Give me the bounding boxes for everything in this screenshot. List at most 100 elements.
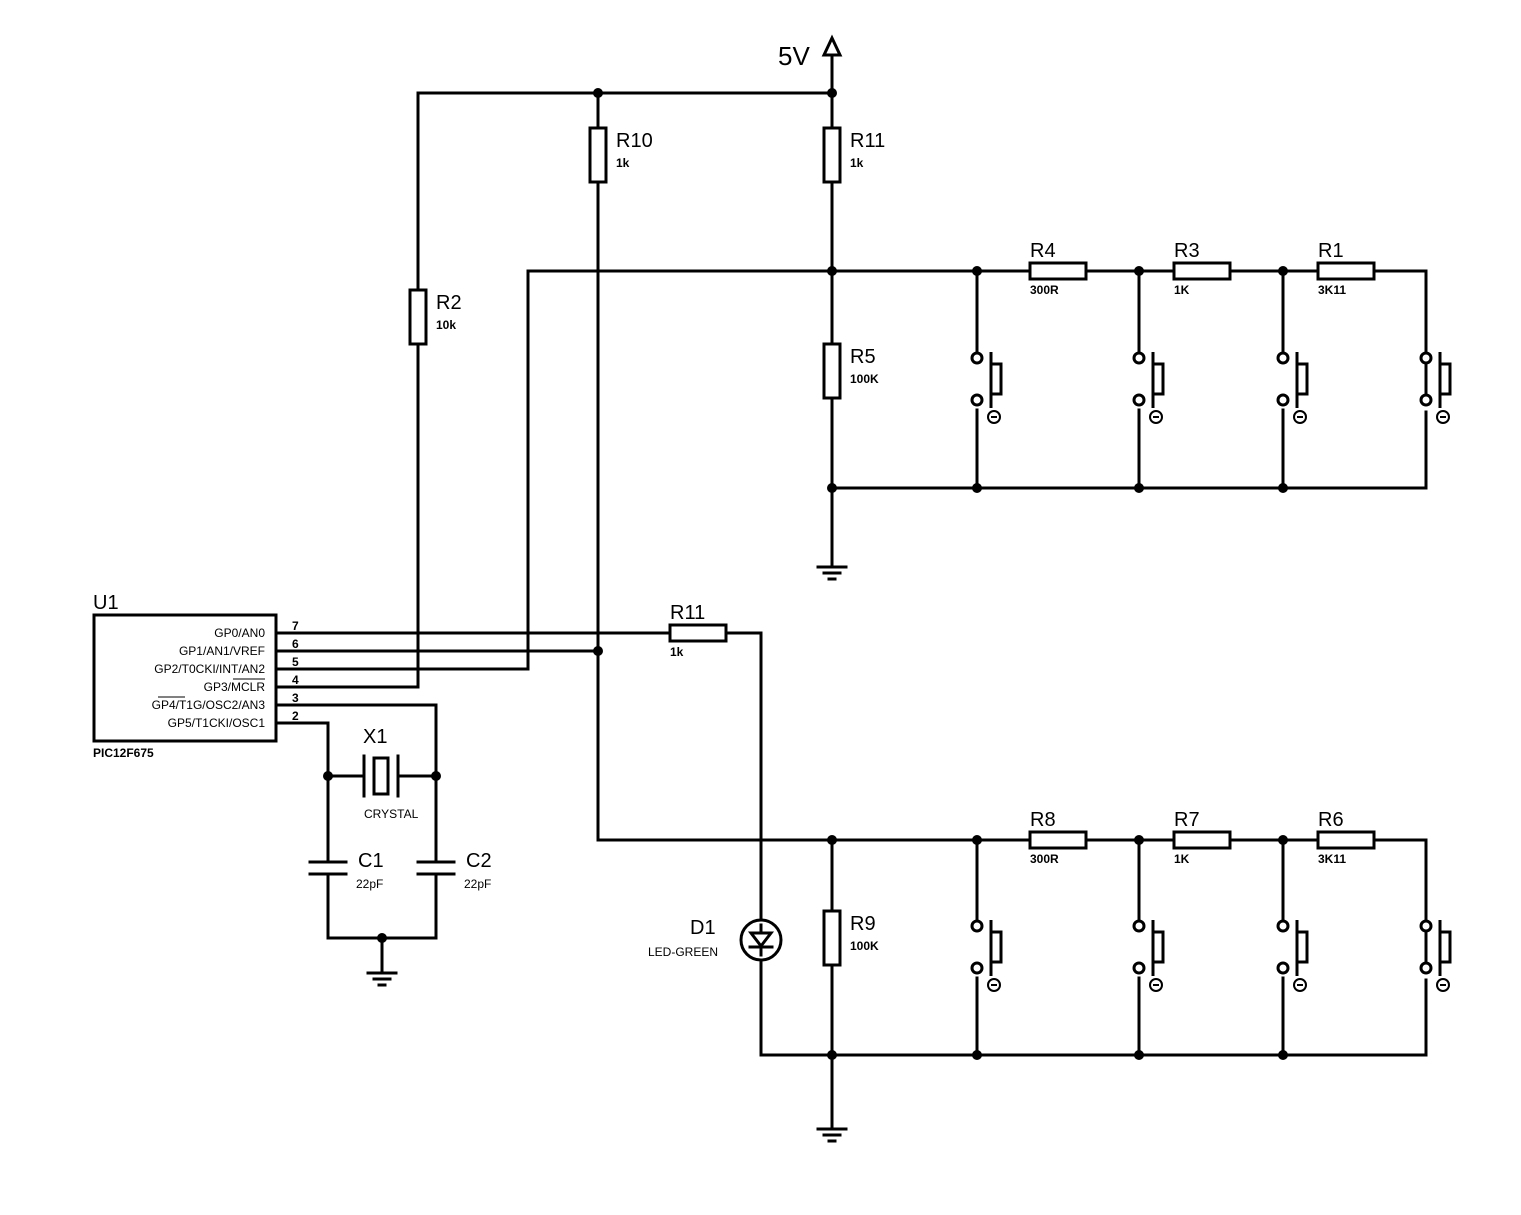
junction-dot: [1134, 1050, 1144, 1060]
crystal-value: CRYSTAL: [364, 807, 419, 821]
junction-dot: [1278, 483, 1288, 493]
ic-pin-number: 5: [292, 655, 299, 669]
junction-dot: [827, 1050, 837, 1060]
capacitor-ref: C1: [358, 850, 384, 872]
ic-ref: U1: [93, 592, 119, 614]
resistor-ref: R4: [1030, 240, 1056, 262]
switch-contact: [1419, 919, 1433, 933]
crystal-x1[interactable]: X1 CRYSTAL: [362, 726, 419, 821]
pushbutton[interactable]: [1132, 351, 1165, 424]
resistor-r6[interactable]: R6 3K11: [1316, 809, 1376, 866]
ic-pin-number: 7: [292, 619, 299, 633]
ic-pin-name: GP4/T1G/OSC2/AN3: [152, 698, 266, 712]
junction-dot: [827, 88, 837, 98]
ground-symbol-upper: [816, 558, 848, 581]
resistor-ref: R6: [1318, 809, 1344, 831]
junction-dot: [431, 771, 441, 781]
ic-pin-name: GP3/MCLR: [204, 680, 266, 694]
resistor-body: [822, 126, 842, 184]
wires: [274, 53, 1428, 1130]
pushbutton[interactable]: [970, 351, 1003, 424]
resistor-r1[interactable]: R1 3K11: [1316, 240, 1376, 297]
pushbutton[interactable]: [1276, 351, 1309, 424]
resistor-r4[interactable]: R4 300R: [1028, 240, 1088, 297]
switch-contact: [1276, 961, 1290, 975]
switch-contact: [970, 961, 984, 975]
resistor-r8[interactable]: R8 300R: [1028, 809, 1088, 866]
resistor-ref: R11: [850, 130, 885, 152]
led-value: LED-GREEN: [648, 945, 718, 959]
junction-dot: [1134, 266, 1144, 276]
resistor-r7[interactable]: R7 1K: [1172, 809, 1232, 866]
pushbutton[interactable]: [970, 919, 1003, 992]
resistor-value: 300R: [1030, 852, 1059, 866]
capacitor-value: 22pF: [356, 877, 383, 891]
ic-part: PIC12F675: [93, 746, 154, 760]
switch-contact: [1132, 961, 1146, 975]
resistor-r11-top[interactable]: R11 1k: [822, 126, 885, 184]
pushbutton[interactable]: [1132, 919, 1165, 992]
ic-pin-number: 2: [292, 709, 299, 723]
ic-pin-name: GP5/T1CKI/OSC1: [168, 716, 266, 730]
junction-dot: [323, 771, 333, 781]
resistor-value: 3K11: [1318, 283, 1346, 297]
resistor-body: [408, 288, 428, 346]
capacitor-value: 22pF: [464, 877, 491, 891]
wire-gp5: [274, 721, 330, 778]
resistor-r10[interactable]: R10 1k: [588, 126, 653, 184]
wire-lower-ladder: [596, 838, 1428, 970]
switch-cap: [991, 362, 1003, 396]
resistor-body: [668, 623, 728, 643]
led-ref: D1: [690, 917, 716, 939]
resistor-value: 1k: [616, 156, 630, 170]
switch-contact: [970, 919, 984, 933]
junction-dot: [377, 933, 387, 943]
ic-body: [92, 613, 278, 743]
switch-contact: [1132, 351, 1146, 365]
junction-dot: [593, 646, 603, 656]
resistor-r2[interactable]: R2 10k: [408, 288, 462, 346]
power-label: 5V: [778, 41, 810, 71]
capacitor-plates: [416, 860, 456, 876]
resistor-r11-led[interactable]: R11 1k: [668, 602, 728, 659]
switch-cap: [991, 930, 1003, 964]
resistor-ref: R2: [436, 292, 462, 314]
wire-lower-bottom: [759, 953, 1428, 1057]
resistor-ref: R7: [1174, 809, 1200, 831]
resistor-body: [1316, 261, 1376, 281]
resistor-value: 1k: [670, 645, 684, 659]
junction-dot: [972, 1050, 982, 1060]
resistor-body: [1172, 830, 1232, 850]
switch-cap: [1297, 930, 1309, 964]
resistor-body: [588, 126, 608, 184]
switch-cap: [1153, 362, 1165, 396]
junction-dot: [1134, 835, 1144, 845]
pushbutton[interactable]: [1419, 351, 1452, 424]
led-d1[interactable]: D1 LED-GREEN: [648, 917, 783, 962]
resistor-ref: R5: [850, 346, 876, 368]
switch-cap: [1297, 362, 1309, 396]
power-5v: 5V: [778, 34, 843, 71]
switch-contact: [1276, 919, 1290, 933]
resistor-body: [1316, 830, 1376, 850]
resistor-r3[interactable]: R3 1K: [1172, 240, 1232, 297]
crystal-body: [372, 756, 390, 796]
pushbutton[interactable]: [1276, 919, 1309, 992]
crystal-ref: X1: [363, 726, 387, 748]
ic-pin-number: 6: [292, 637, 299, 651]
switch-contact: [1276, 351, 1290, 365]
capacitor-c1[interactable]: C1 22pF: [308, 850, 384, 891]
junction-dot: [972, 266, 982, 276]
resistor-body: [822, 342, 842, 400]
capacitor-c2[interactable]: C2 22pF: [416, 850, 492, 891]
resistor-r9[interactable]: R9 100K: [822, 909, 879, 967]
pushbutton[interactable]: [1419, 919, 1452, 992]
switch-contact: [1419, 393, 1433, 407]
resistor-value: 10k: [436, 318, 456, 332]
resistor-value: 1k: [850, 156, 864, 170]
capacitor-ref: C2: [466, 850, 492, 872]
resistor-r5[interactable]: R5 100K: [822, 342, 879, 400]
ic-pin-name: GP0/AN0: [214, 626, 265, 640]
